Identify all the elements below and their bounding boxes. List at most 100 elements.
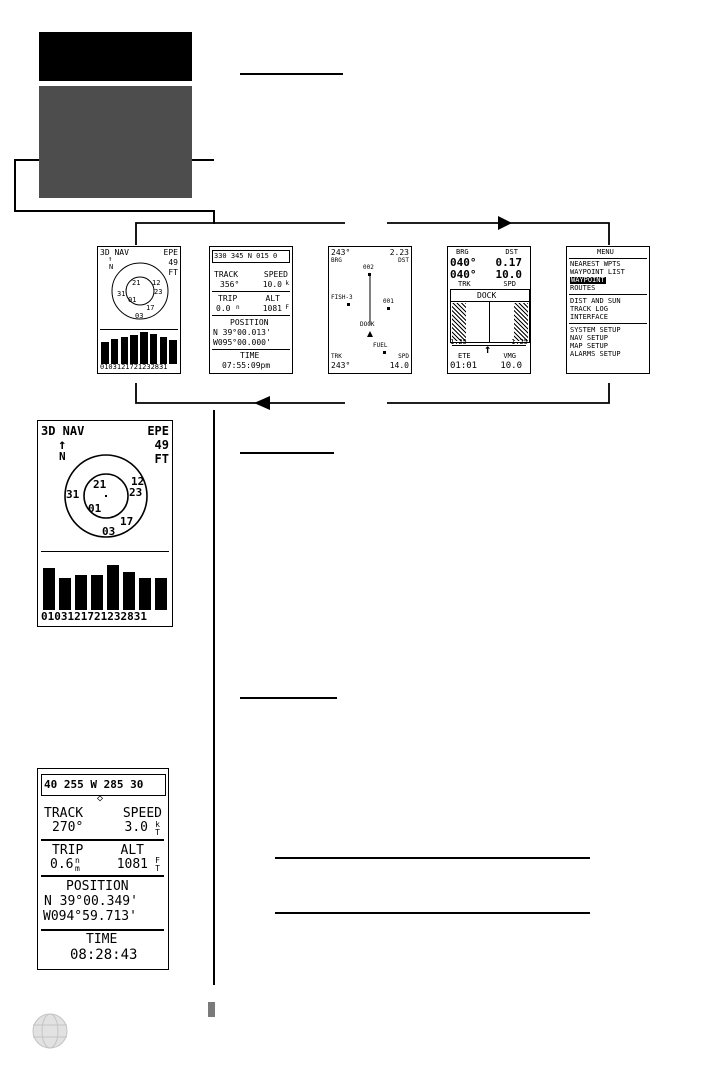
- scale-right: 1.25: [511, 338, 528, 346]
- waypoint-fish-3: FISH-3: [331, 294, 353, 301]
- sat-12: 12: [152, 279, 161, 287]
- thumb-map-page: 243° BRG 2.23 DST 002 FISH-3 001 DOCK FU…: [328, 246, 412, 374]
- signal-bar: [130, 335, 138, 364]
- north-label: N: [59, 450, 66, 463]
- vmg-label: VMG: [503, 352, 516, 360]
- bracket-bottom: [14, 210, 214, 212]
- satellite-page: 3D NAV EPE 49 FT ↑ N 21 12 31 23 01 17 0…: [37, 420, 173, 627]
- sat-03: 03: [102, 525, 116, 538]
- thumb-satellite-page: 3D NAV EPE 49 FT ↑ N 21 12 31 23 01 17 0…: [97, 246, 181, 374]
- menu-item-nearest-wpts[interactable]: NEAREST WPTS: [570, 260, 621, 268]
- speed-label: SPD: [398, 353, 409, 360]
- signal-bar: [58, 577, 72, 610]
- scale-left: 1.25: [450, 338, 467, 346]
- heading-rule-1: [240, 73, 343, 75]
- heading-rule-2: [240, 452, 334, 454]
- speed-value: 10.0: [495, 268, 523, 281]
- time-value: 08:28:43: [70, 947, 138, 963]
- bearing-value: 040°: [450, 256, 477, 269]
- menu-item-dist-and-sun[interactable]: DIST AND SUN: [570, 297, 621, 305]
- page-number-marker: [208, 1002, 215, 1017]
- route-line-icon: [347, 273, 390, 354]
- sidebar-tab-grey: [39, 86, 192, 198]
- sat-21: 21: [132, 279, 141, 287]
- signal-bar: [169, 340, 177, 364]
- track-label: TRK: [331, 353, 342, 360]
- longitude: W094°59.713': [43, 909, 137, 924]
- north-label: N: [109, 263, 114, 271]
- epe-label: EPE: [147, 424, 169, 438]
- bracket-drop: [213, 210, 215, 224]
- trip-value: 0.6: [50, 857, 74, 872]
- menu-item-interface[interactable]: INTERFACE: [570, 313, 608, 321]
- sat-31: 31: [66, 488, 80, 501]
- page-sequence-loop: [135, 216, 610, 410]
- sat-01: 01: [128, 296, 137, 304]
- signal-bar: [90, 575, 104, 610]
- alt-value: 1081: [116, 857, 148, 872]
- table-rule-2: [275, 912, 590, 914]
- bracket-right: [192, 159, 214, 161]
- speed-label: SPD: [503, 280, 516, 288]
- bracket-top: [14, 159, 39, 161]
- sat-21: 21: [93, 478, 107, 491]
- north-arrow-icon: ↑: [108, 255, 113, 263]
- menu-item-alarms-setup[interactable]: ALARMS SETUP: [570, 350, 621, 358]
- sidebar-tab-black: [39, 32, 192, 81]
- time-label: TIME: [240, 351, 260, 360]
- distance-value: 2.23: [389, 248, 409, 257]
- distance-label: DST: [398, 257, 409, 264]
- epe-unit: FT: [168, 268, 178, 277]
- epe-label: EPE: [163, 248, 178, 257]
- menu-item-waypoint[interactable]: WAYPOINT: [570, 276, 606, 284]
- sat-23: 23: [154, 288, 163, 296]
- status-text: 3D NAV: [41, 424, 85, 438]
- sat-23: 23: [129, 486, 143, 499]
- speed-unit: k: [285, 280, 289, 287]
- page-vertical-rule: [213, 410, 215, 985]
- waypoint-002: 002: [363, 264, 374, 271]
- alt-label: ALT: [120, 843, 144, 858]
- epe-value: 49: [168, 258, 178, 267]
- signal-bar: [138, 577, 152, 610]
- speed-value: 10.0: [262, 280, 282, 289]
- signal-bar: [106, 564, 120, 610]
- speed-value: 14.0: [389, 361, 409, 370]
- waypoint-fuel: FUEL: [373, 342, 388, 349]
- bearing-value: 243°: [331, 248, 351, 257]
- position-page: 40 255 W 285 30 ◇ TRACK SPEED 270° 3.0 k…: [37, 768, 169, 970]
- sat-12: 12: [131, 475, 145, 488]
- track-label: TRK: [458, 280, 471, 288]
- sat-numbers: 0103121721232831: [100, 363, 168, 371]
- position-label: POSITION: [230, 318, 269, 327]
- status-text: 3D NAV: [100, 248, 129, 257]
- compass-tape: 330 345 N 015 0: [212, 250, 290, 263]
- latitude: N 39°00.013': [213, 328, 271, 337]
- signal-bar: [74, 575, 88, 610]
- vmg-value: 10.0: [500, 361, 522, 371]
- track-value: 243°: [331, 361, 351, 370]
- distance-value: 0.17: [495, 256, 523, 269]
- track-label: TRACK: [214, 270, 239, 279]
- menu-item-system-setup[interactable]: SYSTEM SETUP: [570, 326, 621, 334]
- menu-item-nav-setup[interactable]: NAV SETUP: [570, 334, 608, 342]
- menu-item-routes[interactable]: ROUTES: [570, 284, 596, 292]
- course-arrow-icon: ↑: [484, 342, 492, 356]
- longitude: W095°00.000': [213, 338, 271, 347]
- time-value: 07:55:09pm: [222, 361, 271, 370]
- bracket-left: [14, 159, 16, 211]
- menu-item-track-log[interactable]: TRACK LOG: [570, 305, 608, 313]
- track-value: 270°: [52, 820, 84, 835]
- thumb-navigation-page: BRG DST 040° 0.17 040° 10.0 TRK SPD DOCK…: [447, 246, 531, 374]
- trip-value: 0.0: [216, 304, 231, 313]
- trip-unit: n: [236, 304, 240, 311]
- thumb-position-page: 330 345 N 015 0 TRACK SPEED 356° 10.0 k …: [209, 246, 293, 374]
- signal-bar: [140, 331, 148, 364]
- heading-rule-3: [240, 697, 337, 699]
- distance-label: DST: [505, 248, 518, 256]
- menu-item-waypoint-list[interactable]: WAYPOINT LIST: [570, 268, 625, 276]
- bearing-label: BRG: [456, 248, 469, 256]
- time-label: TIME: [86, 932, 118, 947]
- menu-item-map-setup[interactable]: MAP SETUP: [570, 342, 608, 350]
